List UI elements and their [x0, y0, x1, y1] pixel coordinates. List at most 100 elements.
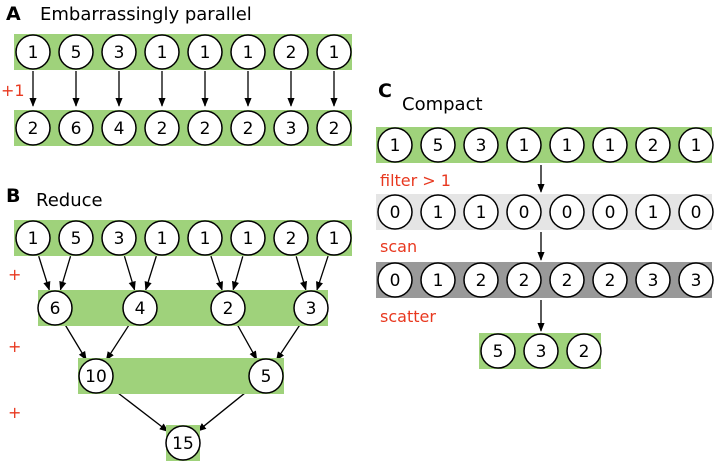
panel-a-input-node: 2 [273, 34, 309, 70]
panel-a-input-node: 1 [316, 34, 352, 70]
panel-c-input-node-value: 1 [691, 136, 702, 156]
panel-c-flags-node: 0 [592, 194, 628, 230]
panel-c-flags-node-value: 1 [648, 203, 659, 223]
panel-c-scanned-node-value: 2 [562, 271, 573, 291]
panel-a-input-node-value: 5 [71, 43, 82, 63]
panel-a-output-node-circle [273, 110, 309, 146]
panel-b-l0-node-circle [58, 220, 94, 256]
panel-c-result-node: 3 [523, 333, 559, 369]
panel-a-letter: A [6, 3, 21, 25]
panel-b-title: Reduce [36, 190, 103, 211]
panel-b-l2-node-circle [248, 358, 284, 394]
panel-c-input-node: 1 [678, 127, 714, 163]
panel-a-input-node-value: 1 [200, 43, 211, 63]
panel-c-scanned-node-value: 2 [519, 271, 530, 291]
arrow [64, 323, 87, 361]
panel-c-flags-node-value: 0 [390, 203, 401, 223]
panel-a-input-node: 1 [15, 34, 51, 70]
panel-b-l0-node-value: 1 [28, 229, 39, 249]
arrow [59, 256, 72, 291]
panel-a-output-node: 2 [230, 110, 266, 146]
panel-c-result-node: 5 [480, 333, 516, 369]
panel-a-output-node-value: 2 [28, 119, 39, 139]
panel-c-scanned-node-circle [463, 262, 499, 298]
arrow [316, 255, 329, 291]
panel-c-input-node-value: 1 [390, 136, 401, 156]
panel-a-input-node: 5 [58, 34, 94, 70]
panel-b-level-3: 15 [165, 425, 201, 461]
panel-b-l1-node-circle [210, 290, 246, 326]
panel-c-scanned-node: 1 [420, 262, 456, 298]
panel-b-l0-node: 1 [15, 220, 51, 256]
panel-b-letter: B [6, 185, 20, 207]
panel-b-l3-node: 15 [165, 425, 201, 461]
panel-c-scanned-node: 0 [377, 262, 413, 298]
arrow [110, 387, 169, 432]
panel-b-l2-node-value: 5 [261, 367, 272, 387]
panel-c-scanned-node-circle [549, 262, 585, 298]
panel-c-scanned-node: 2 [549, 262, 585, 298]
panel-c-flags-node-value: 1 [476, 203, 487, 223]
panel-b-l2-node-value: 10 [85, 367, 107, 387]
panel-c-flags-node-circle [377, 194, 413, 230]
panel-c-input-node-value: 1 [605, 136, 616, 156]
panel-c-scatter-label: scatter [380, 307, 436, 326]
panel-b-l0-node-circle [316, 220, 352, 256]
panel-a-input-node-value: 1 [243, 43, 254, 63]
panel-a-output-node-value: 2 [329, 119, 340, 139]
panel-b-l0-node-value: 5 [71, 229, 82, 249]
panel-c-flags-node-circle [420, 194, 456, 230]
panel-c-result-node-value: 3 [536, 342, 547, 362]
arrow [275, 323, 302, 361]
panel-c-scanned-node-value: 1 [433, 271, 444, 291]
panel-a-input-node-value: 3 [114, 43, 125, 63]
panel-b-l2-node: 10 [78, 358, 114, 394]
panel-a-output-node: 2 [144, 110, 180, 146]
panel-a-input-node-circle [15, 34, 51, 70]
panel-c-result-node-circle [523, 333, 559, 369]
arrow [231, 256, 244, 291]
panel-a-output-node-value: 2 [200, 119, 211, 139]
panel-b-op-label-2: + [8, 337, 21, 356]
panel-c-flags-node-value: 0 [562, 203, 573, 223]
panel-b-l1-node-circle [293, 290, 329, 326]
panel-c-scanned-node-circle [377, 262, 413, 298]
panel-a-output-node: 4 [101, 110, 137, 146]
panel-c-flags-node-value: 0 [691, 203, 702, 223]
panel-c-filter-label: filter > 1 [380, 171, 451, 190]
panel-b-l0-node-value: 2 [286, 229, 297, 249]
panel-b-op-label-3: + [8, 403, 21, 422]
panel-a-output-node-circle [58, 110, 94, 146]
panel-b-l1-node-value: 4 [135, 299, 146, 319]
panel-c-result-node-circle [566, 333, 602, 369]
panel-b-l1-node-circle [122, 290, 158, 326]
panel-c-result-node: 2 [566, 333, 602, 369]
panel-b-l3-node-value: 15 [172, 434, 194, 454]
panel-c-scanned-node-circle [678, 262, 714, 298]
arrow [38, 255, 51, 291]
arrow [144, 255, 157, 291]
panel-b-l0-node-circle [187, 220, 223, 256]
panel-c-input-node-circle [506, 127, 542, 163]
panel-c-flags-node-value: 0 [519, 203, 530, 223]
panel-c-flags-node: 0 [377, 194, 413, 230]
panel-c-scanned-node: 3 [678, 262, 714, 298]
panel-a-input-node-circle [58, 34, 94, 70]
panel-b-l1-node-value: 3 [306, 299, 317, 319]
panel-c-scanned-node-circle [592, 262, 628, 298]
panel-b-l1-node: 3 [293, 290, 329, 326]
panel-c-scanned-node-circle [420, 262, 456, 298]
panel-a-output-node: 6 [58, 110, 94, 146]
panel-a-input-node-circle [230, 34, 266, 70]
panel-c-scanned-node-value: 2 [605, 271, 616, 291]
panel-b-l0-node-circle [230, 220, 266, 256]
panel-b-l0-node-value: 3 [114, 229, 125, 249]
panel-b-level-2: 10 5 [78, 358, 284, 394]
panel-c-scanned-node-value: 2 [476, 271, 487, 291]
